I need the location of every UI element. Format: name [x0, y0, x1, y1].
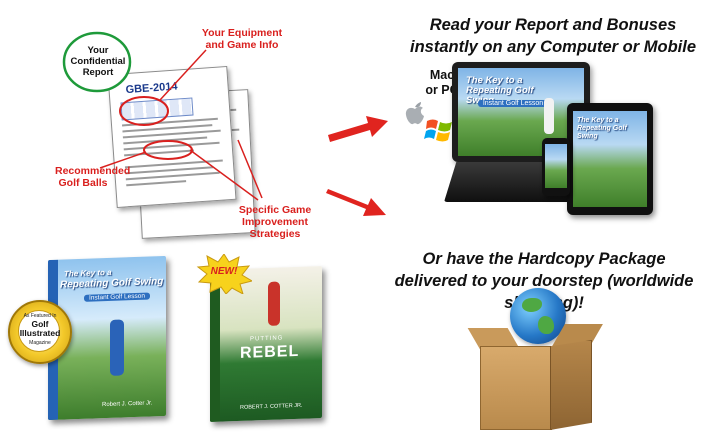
strategies-pointer-line-1	[189, 149, 259, 201]
windows-icon	[424, 119, 452, 142]
golfer-figure	[544, 98, 554, 134]
book1-title-main: Repeating Golf Swing	[60, 276, 164, 291]
confidential-circle	[62, 31, 132, 93]
book1-golfer	[110, 319, 124, 376]
platform-label: Mac or PC	[425, 68, 459, 97]
globe	[510, 288, 566, 344]
book1-subtitle: Instant Golf Lesson	[84, 292, 150, 302]
strategies-label: Specific Game Improvement Strategies	[238, 204, 312, 240]
book2-author: ROBERT J. COTTER JR.	[240, 402, 303, 411]
book2-golfer	[268, 281, 280, 326]
tablet-screen-title: The Key to a Repeating Golf Swing	[577, 117, 627, 140]
balls-label: Recommended Golf Balls	[55, 165, 131, 189]
arrow-to-devices	[328, 116, 388, 142]
book2-title-top: PUTTING	[250, 335, 284, 343]
balls-highlight-oval	[143, 140, 193, 160]
package-box-illustration	[467, 288, 603, 438]
arrow-to-package	[326, 189, 386, 216]
book1-author: Robert J. Cotter Jr.	[102, 400, 153, 409]
apple-icon	[405, 102, 424, 125]
box-front	[480, 346, 552, 430]
new-badge-text: NEW!	[210, 266, 238, 277]
badge-main-text: Golf Illustrated	[19, 319, 61, 338]
box-side	[550, 340, 592, 430]
hardcopy-heading: Or have the Hardcopy Package delivered t…	[394, 250, 694, 312]
book1-title-top: The Key to a	[64, 267, 112, 279]
equipment-label: Your Equipment and Game Info	[201, 27, 283, 51]
balls-pointer-line	[99, 151, 147, 169]
red-arrows	[326, 116, 388, 216]
confidential-report-label: Your Confidential Report	[70, 45, 126, 78]
tablet-device: The Key to a Repeating Golf Swing	[567, 103, 653, 215]
new-starburst	[196, 254, 252, 294]
report-illustration: GBE-2014 Your Confidential Report Your E…	[0, 0, 330, 240]
golf-illustrated-badge: As Featured In Golf Illustrated Magazine	[8, 300, 72, 364]
tablet-screen: The Key to a Repeating Golf Swing	[573, 111, 647, 207]
equipment-pointer-line	[159, 49, 207, 101]
report-annotations	[62, 31, 263, 201]
phone-device	[542, 138, 570, 196]
badge-bottom-text: Magazine	[29, 340, 51, 346]
phone-screen	[545, 144, 567, 188]
badge-top-text: As Featured In	[23, 313, 57, 319]
book2-title-main: REBEL	[240, 342, 300, 362]
strategies-pointer-line-2	[237, 139, 263, 199]
laptop-screen-subtitle: Instant Golf Lesson	[478, 100, 548, 107]
equipment-highlight-oval	[119, 96, 169, 126]
